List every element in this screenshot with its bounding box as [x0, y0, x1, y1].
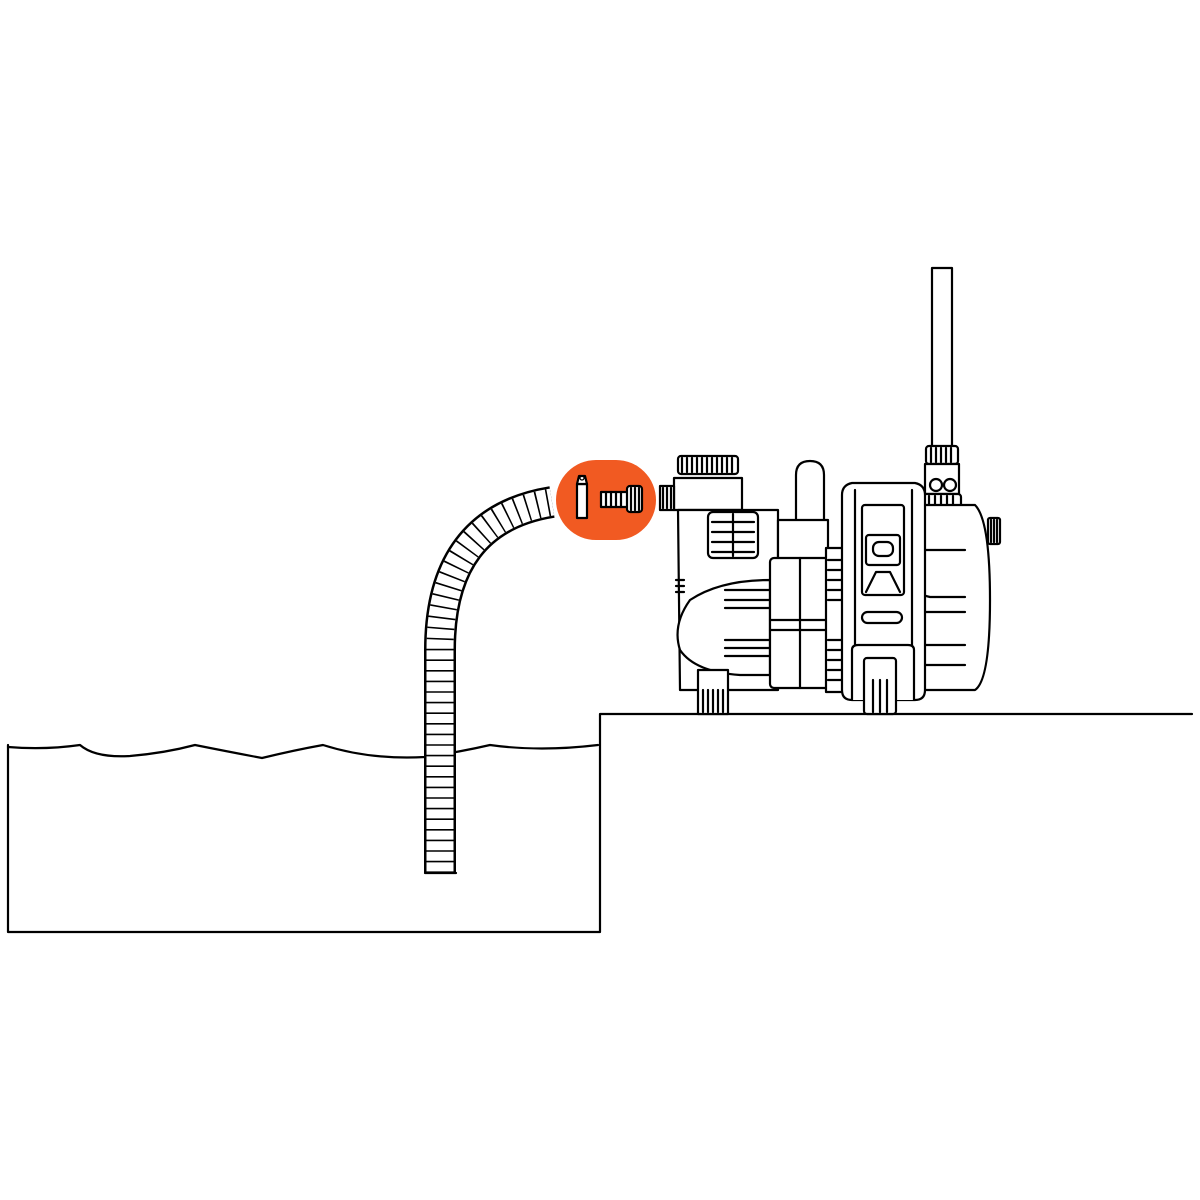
- suction-hose: [423, 486, 555, 875]
- garden-pump: [658, 266, 1002, 716]
- pressure-pipe: [930, 266, 954, 450]
- water-surface: [6, 743, 600, 760]
- threaded-connector-icon: [599, 484, 644, 514]
- water-tank: [6, 712, 1194, 934]
- highlighted-connectors: [556, 460, 656, 540]
- hose-adapter-icon: [575, 474, 589, 520]
